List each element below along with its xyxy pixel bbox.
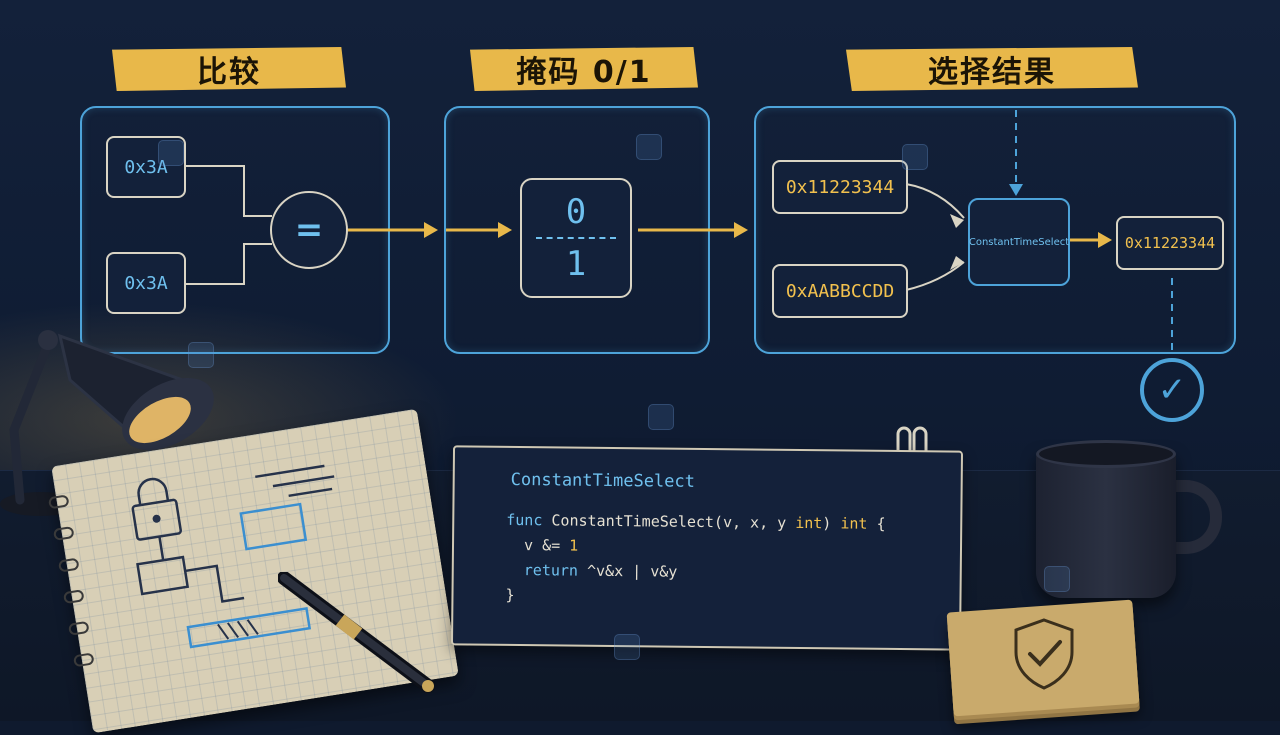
notebook-ring <box>72 652 95 668</box>
diagram-connectors <box>186 110 1173 352</box>
stage-title-select: 选择结果 <box>846 47 1138 91</box>
notebook-ring <box>62 589 85 605</box>
arrowhead-1 <box>424 222 438 238</box>
notebook-ring <box>67 620 90 636</box>
code-type: int <box>795 513 823 533</box>
code-text: ^v&x | v&y <box>577 561 678 581</box>
arrowhead-3 <box>734 222 748 238</box>
compare-input-a-wire <box>186 165 272 217</box>
arrowhead-y <box>950 256 964 270</box>
notebook-ring <box>52 525 75 541</box>
mask-value-box: 0 1 <box>520 178 632 298</box>
code-text: { <box>867 514 886 533</box>
code-keyword: func <box>506 510 543 530</box>
code-text: ) <box>822 514 841 533</box>
select-stage-panel <box>754 106 1236 354</box>
watermark-logo-icon <box>902 144 928 170</box>
watermark-logo-icon <box>188 342 214 368</box>
stage-title-compare: 比较 <box>112 47 346 91</box>
check-circle-icon: ✓ <box>1140 358 1204 422</box>
constant-time-select-box: ConstantTimeSelect <box>968 198 1070 286</box>
coffee-mug-icon <box>1036 448 1176 598</box>
sketch-notebook <box>47 408 459 734</box>
mask-one: 1 <box>565 244 587 284</box>
watermark-logo-icon <box>648 404 674 430</box>
shield-check-icon <box>1014 618 1074 690</box>
code-number: 1 <box>569 536 579 555</box>
mug-rim <box>1036 440 1176 468</box>
code-type: int <box>840 514 868 533</box>
compare-input-b-wire <box>186 243 272 285</box>
mask-feed-arrowhead <box>1009 184 1023 196</box>
mask-divider <box>536 237 616 239</box>
code-keyword: return <box>505 560 579 580</box>
notebook-ring <box>57 557 80 573</box>
code-snippet: func ConstantTimeSelect(v, x, y int) int… <box>505 508 885 612</box>
mask-zero: 0 <box>565 192 587 232</box>
select-input-y-wire <box>905 261 965 291</box>
select-output: 0x11223344 <box>1116 216 1224 270</box>
code-card: ConstantTimeSelect func ConstantTimeSele… <box>450 445 964 651</box>
select-input-x-wire <box>905 183 965 219</box>
code-text: } <box>505 585 515 604</box>
notebook-ring <box>47 494 70 510</box>
watermark-logo-icon <box>636 134 662 160</box>
watermark-logo-icon <box>158 140 184 166</box>
stage-title-mask: 掩码 0/1 <box>470 47 698 91</box>
equals-icon: = <box>270 191 348 269</box>
watermark-logo-icon <box>614 634 640 660</box>
notebook-sketch <box>131 464 335 649</box>
code-card-title: ConstantTimeSelect <box>510 469 696 492</box>
watermark-logo-icon <box>1044 566 1070 592</box>
arrowhead-4 <box>1098 232 1112 248</box>
compare-input-a: 0x3A <box>106 136 186 198</box>
code-text: v &= <box>505 535 570 555</box>
arrowhead-x <box>950 214 964 228</box>
compare-input-b: 0x3A <box>106 252 186 314</box>
select-input-x: 0x11223344 <box>772 160 908 214</box>
pen-icon <box>278 572 435 693</box>
select-input-y: 0xAABBCCDD <box>772 264 908 318</box>
arrowhead-2 <box>498 222 512 238</box>
code-text: ConstantTimeSelect(v, x, y <box>542 511 796 532</box>
